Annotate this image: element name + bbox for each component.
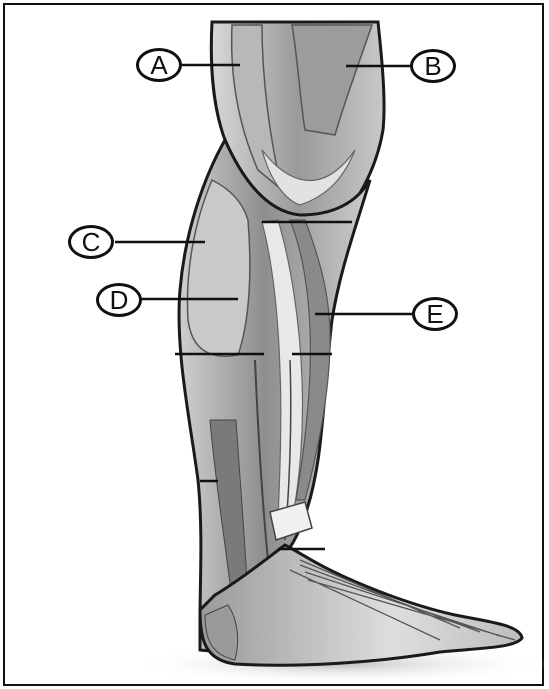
- label-b: B: [410, 49, 456, 83]
- label-e-text: E: [426, 301, 443, 327]
- label-b-text: B: [424, 53, 441, 79]
- label-d: D: [96, 283, 142, 317]
- label-e: E: [412, 297, 458, 331]
- label-c: C: [68, 225, 114, 259]
- label-c-text: C: [82, 229, 101, 255]
- label-d-text: D: [110, 287, 129, 313]
- label-a-text: A: [150, 52, 167, 78]
- label-a: A: [136, 48, 182, 82]
